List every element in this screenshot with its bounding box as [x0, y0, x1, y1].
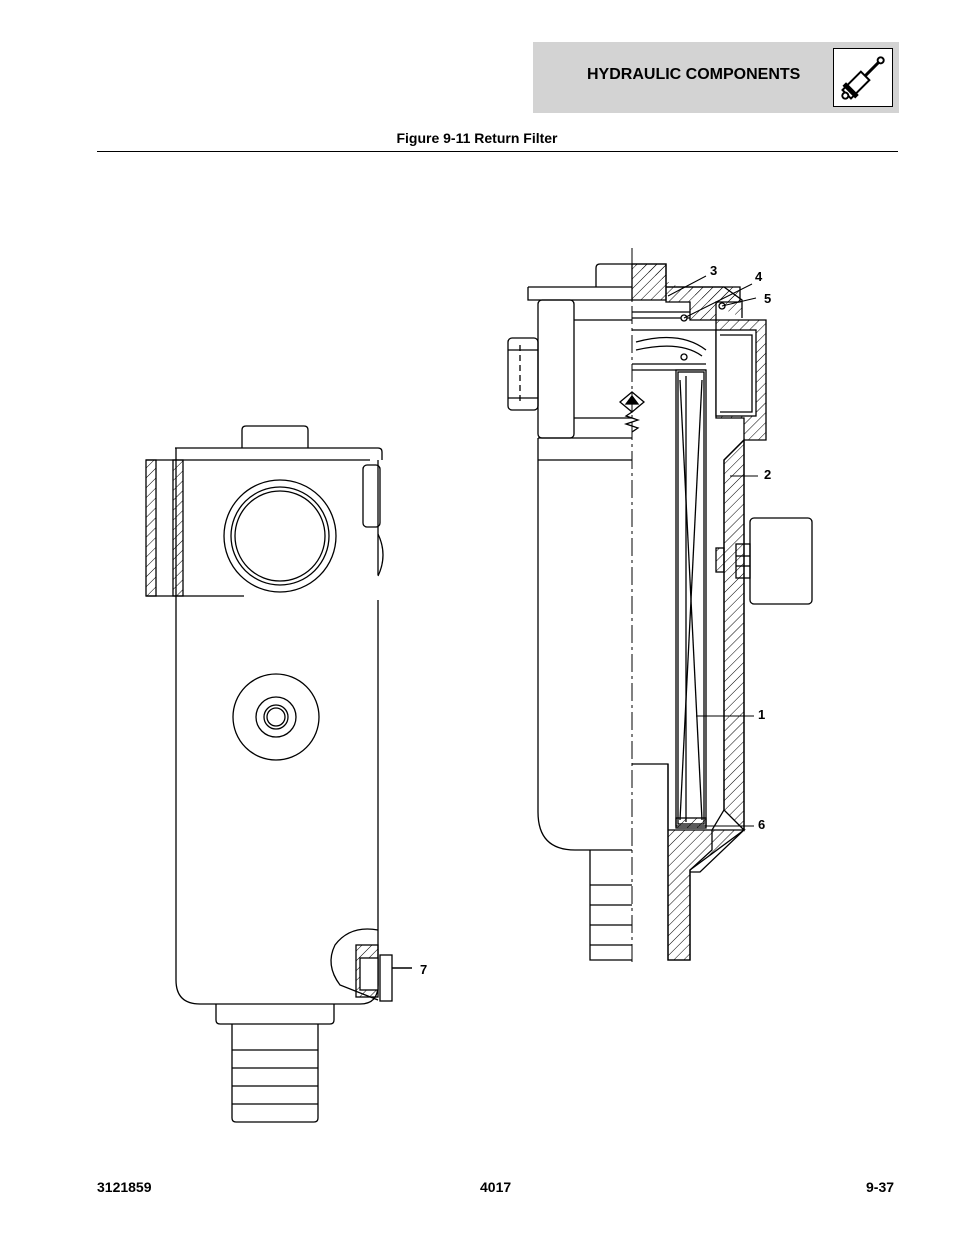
filter-exterior-view — [145, 425, 412, 1123]
callout-7: 7 — [420, 962, 427, 977]
callout-1: 1 — [758, 707, 765, 722]
callout-3: 3 — [710, 263, 717, 278]
section-header: HYDRAULIC COMPONENTS — [533, 42, 899, 113]
footer-model: 4017 — [480, 1179, 512, 1195]
footer-page-number: 9-37 — [866, 1179, 895, 1195]
callout-5: 5 — [764, 291, 771, 306]
callout-2: 2 — [764, 467, 771, 482]
leader-lines — [667, 275, 758, 827]
footer-doc-number: 3121859 — [97, 1179, 152, 1195]
hydraulic-cylinder-icon — [833, 48, 893, 107]
callout-4: 4 — [755, 269, 763, 284]
figure-title: Figure 9-11 Return Filter — [396, 130, 558, 146]
callout-6: 6 — [758, 817, 765, 832]
header-rule — [97, 151, 898, 152]
filter-section-view — [507, 248, 813, 965]
section-title: HYDRAULIC COMPONENTS — [587, 66, 801, 83]
